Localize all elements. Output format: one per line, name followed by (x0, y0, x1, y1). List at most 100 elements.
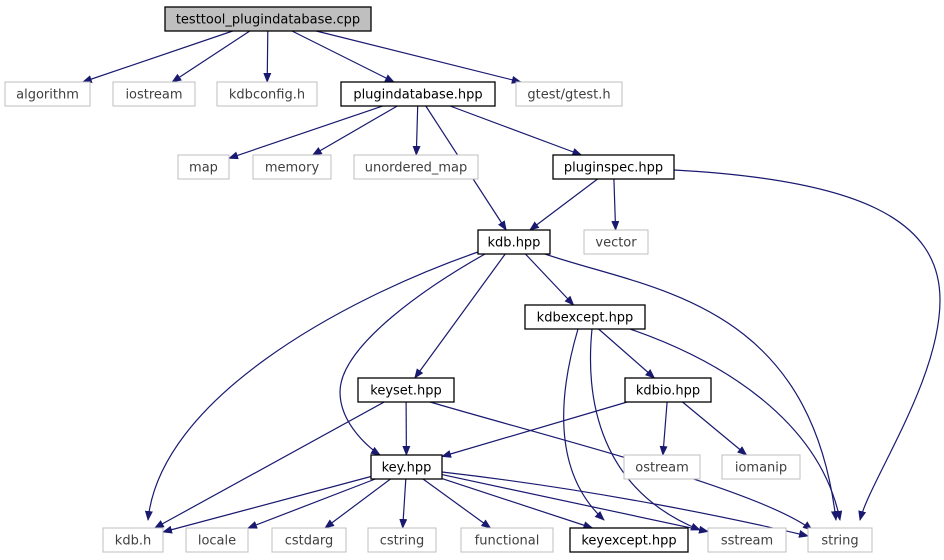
node-pluginspec[interactable]: pluginspec.hpp (552, 154, 675, 180)
node-label-cstring: cstring (380, 534, 424, 549)
node-label-kdbexcept: kdbexcept.hpp (537, 311, 634, 326)
node-kdbexcept[interactable]: kdbexcept.hpp (524, 304, 646, 330)
node-label-pluginspec: pluginspec.hpp (564, 161, 663, 176)
edge-kdbhpp-to-kdbexcept (524, 253, 575, 306)
edge-plugindatabase-to-memory (311, 105, 398, 156)
node-cstring: cstring (367, 527, 437, 553)
edge-kdbexcept-to-kdbio (598, 328, 656, 379)
node-label-kdbconfig: kdbconfig.h (229, 88, 305, 103)
edge-pluginspec-to-vector (611, 178, 620, 231)
node-box-kdbio (624, 377, 712, 403)
node-box-locale (185, 527, 249, 553)
edge-kdbhpp-to-keyset (414, 253, 506, 379)
node-box-memory (252, 154, 332, 180)
edge-keyhpp-to-kdbh (162, 475, 372, 534)
node-box-plugindatabase (340, 81, 496, 107)
node-label-root: testtool_plugindatabase.cpp (176, 13, 360, 28)
node-label-keyhpp: key.hpp (382, 461, 432, 476)
edge-kdbexcept-to-string (629, 328, 843, 521)
node-label-unordered_map: unordered_map (365, 161, 468, 176)
node-box-kdbconfig (216, 81, 318, 107)
node-label-memory: memory (265, 161, 320, 176)
node-box-string (807, 527, 873, 553)
edge-plugindatabase-to-pluginspec (449, 105, 583, 156)
edge-keyhpp-to-functional (422, 478, 492, 529)
node-locale: locale (185, 527, 249, 553)
node-label-iostream: iostream (125, 88, 182, 103)
node-unordered_map: unordered_map (353, 154, 479, 180)
nodes-layer: testtool_plugindatabase.cpp algorithm iost… (4, 6, 873, 553)
node-box-cstring (367, 527, 437, 553)
node-box-keyhpp (370, 454, 443, 480)
node-box-sstream (707, 527, 787, 553)
node-label-ostream: ostream (635, 461, 689, 476)
node-label-kdbh: kdb.h (115, 534, 151, 549)
node-box-unordered_map (353, 154, 479, 180)
node-box-root (164, 6, 372, 32)
node-label-kdbhpp: kdb.hpp (488, 236, 541, 251)
node-box-algorithm (4, 81, 91, 107)
edge-keyhpp-to-string (441, 471, 809, 538)
edge-kdbio-to-ostream (659, 401, 668, 456)
edge-kdbio-to-keyhpp (441, 401, 628, 458)
node-root[interactable]: testtool_plugindatabase.cpp (164, 6, 372, 32)
edge-root-to-kdbconfig (263, 30, 272, 83)
node-memory: memory (252, 154, 332, 180)
edge-kdbhpp-to-keyhpp (339, 253, 486, 456)
edge-root-to-iostream (171, 30, 251, 83)
node-label-kdbio: kdbio.hpp (636, 384, 700, 399)
node-label-iomanip: iomanip (735, 461, 787, 476)
node-box-pluginspec (552, 154, 675, 180)
edge-keyset-to-kdbh (153, 401, 385, 529)
node-label-functional: functional (475, 534, 540, 549)
node-label-plugindatabase: plugindatabase.hpp (353, 88, 482, 103)
node-box-kdbh (102, 527, 164, 553)
edge-keyhpp-to-sstream (441, 474, 709, 534)
node-vector: vector (583, 229, 649, 255)
node-label-algorithm: algorithm (16, 88, 79, 103)
node-cstdarg: cstdarg (271, 527, 347, 553)
node-kdbconfig: kdbconfig.h (216, 81, 318, 107)
node-box-ostream (623, 454, 701, 480)
edge-kdbhpp-to-string (544, 253, 839, 521)
node-label-keyexcept: keyexcept.hpp (581, 534, 676, 549)
node-keyexcept[interactable]: keyexcept.hpp (569, 527, 689, 553)
edge-root-to-algorithm (81, 30, 233, 83)
edges-layer (81, 30, 941, 538)
node-keyhpp[interactable]: key.hpp (370, 454, 443, 480)
node-box-kdbexcept (524, 304, 646, 330)
node-kdbhpp[interactable]: kdb.hpp (477, 229, 551, 255)
node-label-map: map (189, 161, 218, 176)
node-sstream: sstream (707, 527, 787, 553)
node-string: string (807, 527, 873, 553)
edge-keyhpp-to-locale (247, 478, 376, 529)
node-label-vector: vector (595, 236, 637, 251)
edge-root-to-gtest (316, 30, 522, 84)
node-label-gtest: gtest/gtest.h (527, 88, 610, 103)
node-box-map (177, 154, 230, 180)
node-box-vector (583, 229, 649, 255)
node-keyset[interactable]: keyset.hpp (357, 377, 455, 403)
edge-root-to-plugindatabase (291, 30, 395, 83)
node-ostream: ostream (623, 454, 701, 480)
edge-pluginspec-to-kdbhpp (529, 178, 598, 231)
edge-plugindatabase-to-map (228, 105, 383, 160)
node-box-iostream (112, 81, 196, 107)
node-box-keyexcept (569, 527, 689, 553)
node-box-functional (460, 527, 554, 553)
node-iomanip: iomanip (721, 454, 801, 480)
node-label-sstream: sstream (721, 534, 773, 549)
edge-pluginspec-to-string (673, 169, 941, 521)
node-iostream: iostream (112, 81, 196, 107)
edge-kdbhpp-to-kdbh (144, 251, 479, 521)
node-gtest: gtest/gtest.h (515, 81, 623, 107)
edge-keyhpp-to-cstring (399, 478, 408, 529)
edge-kdbexcept-to-sstream (589, 328, 701, 531)
edge-plugindatabase-to-unordered_map (412, 105, 421, 156)
node-plugindatabase[interactable]: plugindatabase.hpp (340, 81, 496, 107)
node-kdbio[interactable]: kdbio.hpp (624, 377, 712, 403)
node-box-kdbhpp (477, 229, 551, 255)
edge-kdbexcept-to-keyexcept (563, 328, 605, 521)
edge-keyhpp-to-cstdarg (324, 478, 391, 529)
node-label-keyset: keyset.hpp (370, 384, 442, 399)
